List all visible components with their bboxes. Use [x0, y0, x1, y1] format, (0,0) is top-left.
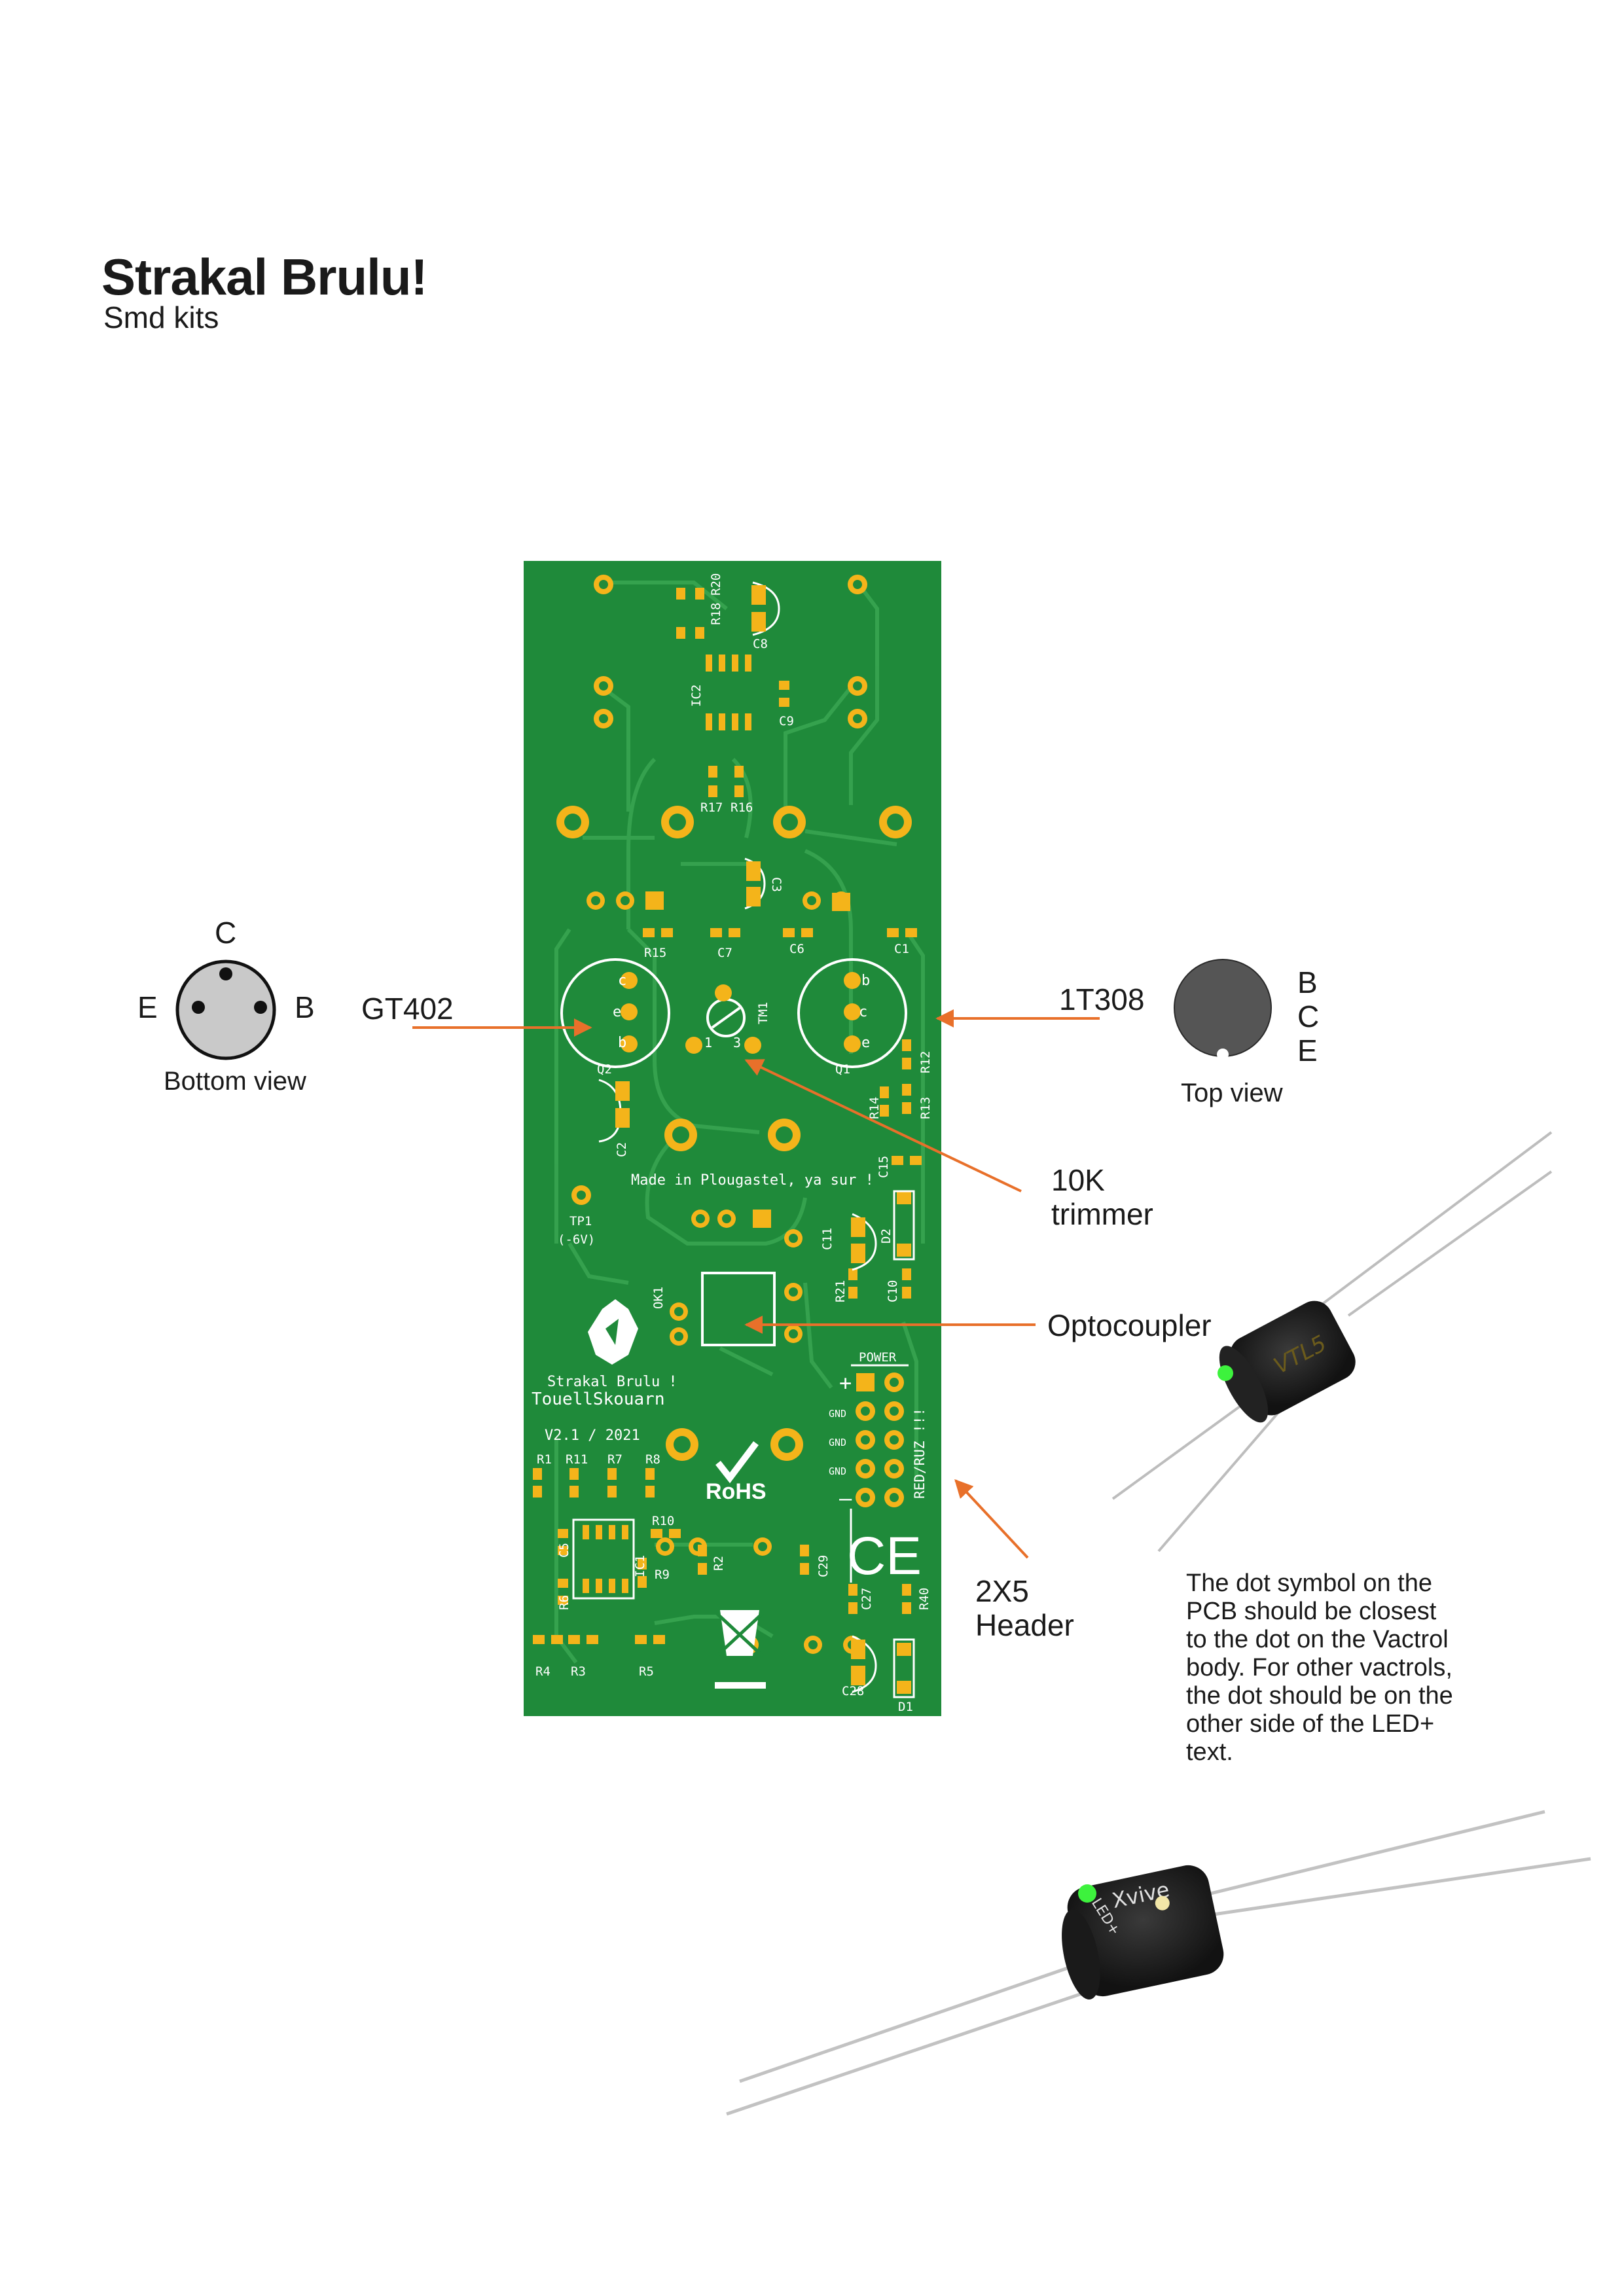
ref-r6: R6	[557, 1595, 571, 1610]
ref-r7: R7	[607, 1452, 623, 1467]
gt402-label: GT402	[361, 992, 454, 1026]
silk-made-in: Made in Plougastel, ya sur !	[631, 1172, 874, 1189]
ref-c27: C27	[859, 1588, 874, 1610]
silk-q1-b: b	[861, 973, 870, 989]
ref-r13: R13	[918, 1097, 933, 1119]
ref-r14: R14	[867, 1097, 882, 1119]
ref-c29: C29	[816, 1555, 831, 1577]
ref-q1: Q1	[835, 1062, 850, 1077]
silk-q2-e: e	[613, 1004, 621, 1020]
1t308-top-view	[1174, 959, 1272, 1060]
ref-r11: R11	[566, 1452, 588, 1467]
ref-ok1: OK1	[651, 1287, 666, 1309]
trimmer-label-2: trimmer	[1051, 1197, 1153, 1231]
ref-c1: C1	[894, 942, 909, 956]
ref-r17: R17	[700, 800, 723, 815]
1t308-pin-b: B	[1297, 965, 1318, 999]
ref-r40: R40	[917, 1588, 931, 1610]
ref-r16: R16	[731, 800, 753, 815]
ref-r1: R1	[537, 1452, 552, 1467]
silk-minus: –	[839, 1486, 852, 1511]
ref-r9: R9	[655, 1568, 670, 1582]
silk-red: RED/RUZ !!!	[912, 1408, 928, 1499]
weee-bin	[715, 1610, 766, 1689]
ref-r18: R18	[709, 603, 723, 625]
trimmer-label-1: 10K	[1051, 1163, 1105, 1197]
ref-r20: R20	[709, 573, 723, 596]
silk-rohs: RoHS	[706, 1479, 767, 1504]
gt402-pinout	[175, 960, 276, 1060]
gt402-pin-e: E	[137, 990, 158, 1024]
ref-r10: R10	[652, 1514, 674, 1528]
ref-c8: C8	[753, 637, 768, 651]
page-subtitle: Smd kits	[103, 300, 219, 334]
vactrol-bottom-photo: Xvive LED+	[726, 1810, 1591, 2116]
1t308-pin-c: C	[1297, 999, 1320, 1033]
silk-gnd-1: GND	[829, 1408, 846, 1420]
ref-r8: R8	[645, 1452, 660, 1467]
header-label-1: 2X5	[975, 1574, 1029, 1608]
ref-c3: C3	[769, 877, 784, 892]
silk-version: V2.1 / 2021	[545, 1427, 640, 1444]
ref-d2: D2	[879, 1229, 893, 1244]
arrow-header	[954, 1479, 1029, 1559]
silk-plus: +	[839, 1371, 852, 1395]
pcb-board: R18 R20 C8 IC2 C9 R17 R16 C3 R15 C7 C6 C…	[524, 561, 941, 1716]
silk-gnd-2: GND	[829, 1437, 846, 1448]
silk-q1-c: c	[859, 1004, 867, 1020]
ref-ic1: IC1	[633, 1555, 647, 1577]
silk-trim-1: 1	[704, 1035, 712, 1050]
ref-c2: C2	[615, 1142, 629, 1157]
arrow-trimmer	[744, 1059, 1022, 1193]
ref-r4: R4	[535, 1664, 550, 1679]
ref-tp1: TP1	[569, 1214, 592, 1229]
ref-c9: C9	[779, 714, 794, 728]
silk-gnd-3: GND	[829, 1465, 846, 1477]
ref-ic2: IC2	[689, 685, 704, 707]
silk-trim-3: 3	[733, 1035, 741, 1050]
silk-ce: CE	[847, 1526, 922, 1586]
ref-r2: R2	[712, 1556, 726, 1571]
ref-c11: C11	[820, 1228, 835, 1250]
silk-brand: Strakal Brulu !	[547, 1374, 677, 1390]
ref-r21: R21	[833, 1280, 848, 1302]
ref-c28: C28	[842, 1684, 864, 1698]
silk-q1-e: e	[861, 1035, 870, 1051]
ref-c10: C10	[886, 1280, 900, 1302]
1t308-label: 1T308	[1059, 982, 1145, 1016]
silk-q2-c: c	[618, 973, 626, 989]
ref-q2: Q2	[597, 1062, 612, 1077]
header-label-2: Header	[975, 1608, 1074, 1642]
silk-brand2: TouellSkouarn	[532, 1390, 665, 1409]
vactrol-orientation-note: The dot symbol on the PCB should be clos…	[1186, 1570, 1453, 1766]
ref-r5: R5	[639, 1664, 654, 1679]
ref-c15: C15	[876, 1156, 891, 1178]
optocoupler-label: Optocoupler	[1047, 1308, 1212, 1342]
ref-c7: C7	[717, 946, 732, 960]
1t308-pin-e: E	[1297, 1033, 1318, 1067]
gt402-pin-b: B	[295, 990, 315, 1024]
page-title: Strakal Brulu!	[101, 248, 427, 306]
ref-c5: C5	[557, 1543, 571, 1558]
ref-r15: R15	[644, 946, 666, 960]
silk-power: POWER	[859, 1350, 897, 1365]
ref-r3: R3	[571, 1664, 586, 1679]
silk-q2-b: b	[618, 1035, 626, 1051]
ref-r12: R12	[918, 1051, 933, 1073]
1t308-caption: Top view	[1181, 1079, 1283, 1107]
brand-logo	[588, 1299, 638, 1365]
ref-c6: C6	[789, 942, 804, 956]
vactrol-top-photo: VTL5	[1111, 1131, 1553, 1552]
ref-tm1: TM1	[756, 1002, 770, 1024]
rohs-check	[715, 1441, 759, 1484]
ref-tp1-volt: (-6V)	[558, 1232, 595, 1247]
gt402-caption: Bottom view	[164, 1067, 306, 1096]
gt402-pin-c: C	[215, 916, 237, 950]
ref-d1: D1	[898, 1700, 913, 1714]
